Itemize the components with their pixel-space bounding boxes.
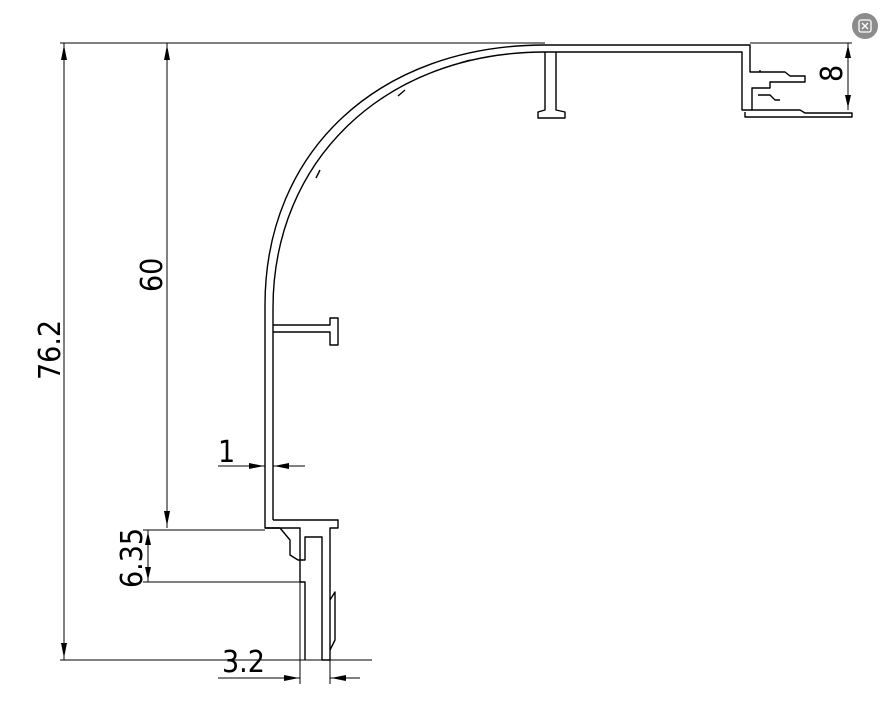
- bottom-foot-left-leg: [300, 581, 336, 660]
- profile-inner-contour: [272, 51, 752, 520]
- dimension-wall-thickness: 1: [218, 435, 305, 470]
- label-step-height: 6.35: [115, 528, 150, 588]
- dimension-upper-height: 60: [135, 43, 170, 528]
- profile-arc-detail: [315, 59, 471, 179]
- close-button[interactable]: [852, 13, 878, 39]
- label-bottom-width: 3.2: [222, 645, 265, 680]
- bottom-foot: [265, 519, 339, 661]
- dimension-top-right: 8: [750, 42, 852, 110]
- dimension-total-height: 76.2: [33, 42, 545, 661]
- close-icon: [858, 19, 872, 33]
- label-wall-thickness: 1: [218, 435, 235, 470]
- profile-outer-contour: [264, 44, 752, 582]
- label-top-right: 8: [815, 65, 850, 82]
- middle-t-rib: [273, 317, 339, 346]
- top-right-clip-inner: [758, 70, 780, 101]
- aluminium-profile: [264, 44, 853, 661]
- top-right-clip: [744, 71, 853, 118]
- dimension-bottom-width: 3.2: [218, 582, 360, 684]
- dimension-step-height: 6.35: [115, 528, 300, 588]
- label-total-height: 76.2: [33, 320, 68, 380]
- label-upper-height: 60: [135, 258, 170, 292]
- top-t-rib: [537, 52, 566, 119]
